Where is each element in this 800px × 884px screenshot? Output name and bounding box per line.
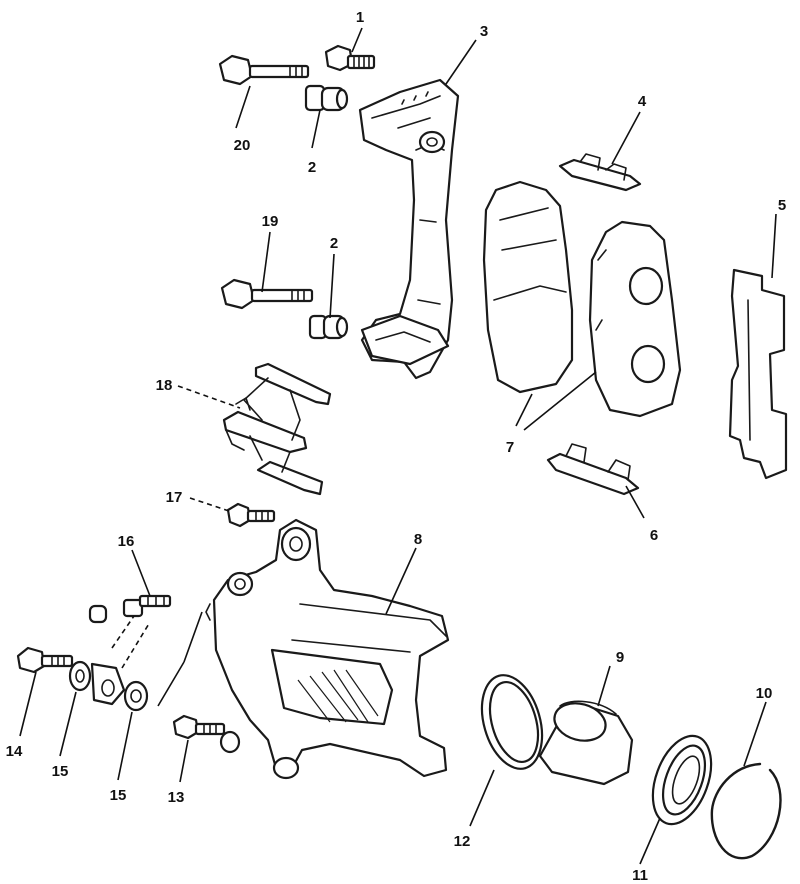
part-19-guide-bolt bbox=[220, 278, 314, 310]
callout-15-left: 15 bbox=[52, 763, 69, 780]
part-20-guide-bolt bbox=[218, 54, 310, 86]
part-12-piston-seal bbox=[480, 674, 544, 770]
part-7-brake-pads bbox=[482, 180, 682, 418]
callout-11: 11 bbox=[632, 867, 648, 884]
callout-15-right: 15 bbox=[110, 787, 127, 804]
callout-20: 20 bbox=[234, 137, 251, 154]
part-2-sleeve-lower bbox=[308, 314, 349, 340]
part-10-retaining-ring bbox=[710, 762, 782, 860]
callout-3: 3 bbox=[480, 23, 488, 40]
callout-10: 10 bbox=[756, 685, 773, 702]
callout-19: 19 bbox=[262, 213, 279, 230]
part-1-bolt bbox=[324, 44, 376, 72]
callout-2-upper: 2 bbox=[308, 159, 316, 176]
part-11-dust-boot bbox=[651, 734, 713, 826]
callout-6: 6 bbox=[650, 527, 658, 544]
callout-14: 14 bbox=[6, 743, 23, 760]
callout-13: 13 bbox=[168, 789, 185, 806]
callout-1: 1 bbox=[356, 9, 364, 26]
part-8-caliper-housing bbox=[205, 518, 450, 780]
part-14-bolt bbox=[16, 646, 74, 674]
callout-16: 16 bbox=[118, 533, 135, 550]
part-13-bolt bbox=[172, 714, 241, 754]
part-15-washers bbox=[68, 660, 149, 712]
leader-lines bbox=[19, 27, 777, 865]
part-18-pad-spring bbox=[222, 362, 332, 496]
callout-12: 12 bbox=[454, 833, 471, 850]
part-3-caliper-bracket bbox=[358, 78, 460, 380]
callout-18: 18 bbox=[156, 377, 173, 394]
part-2-sleeve-upper bbox=[304, 84, 349, 112]
part-9-piston bbox=[538, 700, 634, 786]
callout-2-lower: 2 bbox=[330, 235, 338, 252]
callout-17: 17 bbox=[166, 489, 183, 506]
callout-labels: 1 2 2 3 4 5 6 7 8 9 10 11 12 13 14 15 15… bbox=[6, 9, 787, 884]
part-6-anti-rattle-clip bbox=[546, 443, 640, 496]
callout-8: 8 bbox=[414, 531, 422, 548]
part-4-anti-rattle-clip bbox=[558, 153, 642, 192]
part-16-bleed-valve bbox=[88, 594, 172, 624]
callout-5: 5 bbox=[778, 197, 786, 214]
callout-9: 9 bbox=[616, 649, 624, 666]
callout-4: 4 bbox=[638, 93, 647, 110]
callout-7: 7 bbox=[506, 439, 514, 456]
part-5-pad-shim bbox=[728, 268, 788, 480]
part-17-bolt bbox=[226, 502, 276, 528]
